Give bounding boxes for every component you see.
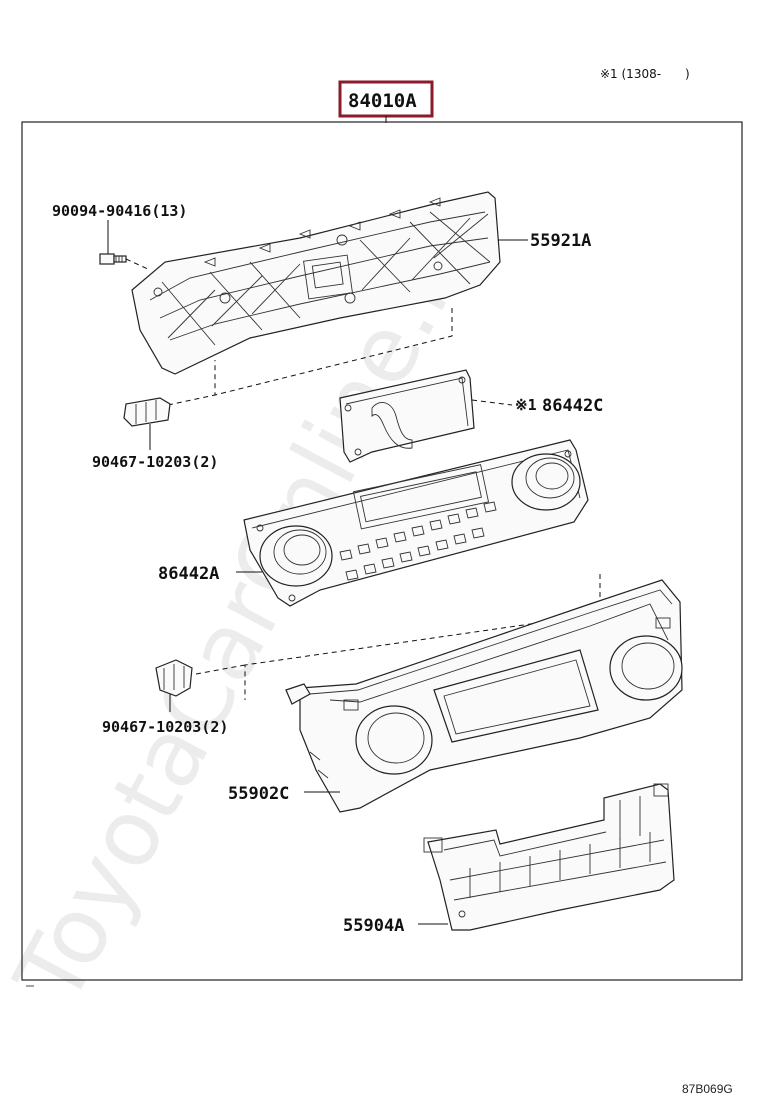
assembly-number: 84010A	[348, 90, 417, 112]
lower-bracket-part[interactable]	[423, 783, 675, 931]
image-code: 87B069G	[682, 1082, 733, 1096]
sub-board-dash	[471, 399, 513, 406]
sub-board-label[interactable]: 86442C	[542, 396, 603, 416]
lower-bracket-label[interactable]: 55904A	[343, 916, 404, 936]
assembly-callout[interactable]: 84010A	[338, 80, 434, 118]
bracket-clip-guide	[214, 308, 453, 396]
cluster-panel-part[interactable]	[285, 579, 683, 813]
cluster-panel-label[interactable]: 55902C	[228, 784, 289, 804]
screw-dash	[125, 258, 151, 271]
sub-board-part[interactable]	[339, 369, 475, 463]
control-panel-label[interactable]: 86442A	[158, 564, 219, 584]
panel-cluster-guide	[244, 574, 601, 700]
clip-lower-label[interactable]: 90467-10203(2)	[102, 718, 228, 736]
bracket-screw-label[interactable]: 90094-90416(13)	[52, 202, 187, 220]
upper-bracket-label[interactable]: 55921A	[530, 231, 591, 251]
bracket-screw-part[interactable]	[99, 253, 127, 265]
clip-upper-part[interactable]	[123, 397, 171, 427]
sub-board-note-mark: ※1	[515, 396, 537, 414]
clip-upper-dash	[167, 394, 216, 406]
clip-upper-label[interactable]: 90467-10203(2)	[92, 453, 218, 471]
control-panel-part[interactable]	[243, 439, 589, 607]
clip-lower-part[interactable]	[155, 659, 193, 697]
diagram-frame	[21, 121, 743, 981]
assembly-highlight-box	[338, 80, 434, 118]
upper-bracket-part[interactable]	[131, 191, 501, 375]
production-date-note: ※1 (1308- )	[600, 67, 690, 81]
